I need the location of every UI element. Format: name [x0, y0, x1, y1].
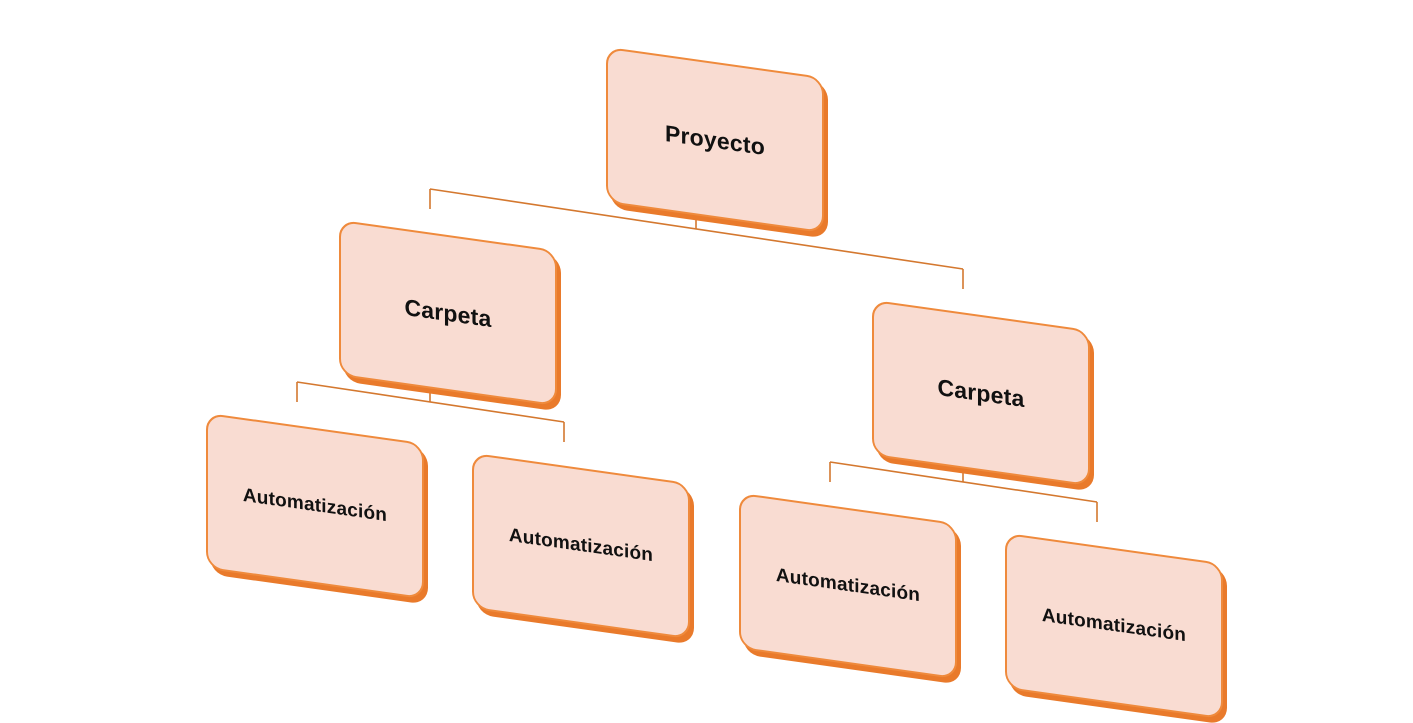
node-automatizacion-1: Automatización: [206, 412, 424, 600]
node-carpeta-2: Carpeta: [872, 299, 1090, 487]
node-carpeta-2-label: Carpeta: [937, 373, 1025, 412]
node-automatizacion-4: Automatización: [1005, 532, 1223, 720]
node-automatizacion-3-label: Automatización: [775, 564, 921, 607]
node-automatizacion-4-label: Automatización: [1041, 604, 1187, 647]
node-proyecto-label: Proyecto: [664, 119, 766, 160]
node-carpeta-1: Carpeta: [339, 219, 557, 407]
node-automatizacion-2: Automatización: [472, 452, 690, 640]
node-automatizacion-2-label: Automatización: [508, 524, 654, 567]
node-automatizacion-3: Automatización: [739, 492, 957, 680]
node-carpeta-1-label: Carpeta: [404, 293, 492, 332]
node-proyecto: Proyecto: [606, 46, 824, 234]
node-automatizacion-1-label: Automatización: [242, 484, 388, 527]
